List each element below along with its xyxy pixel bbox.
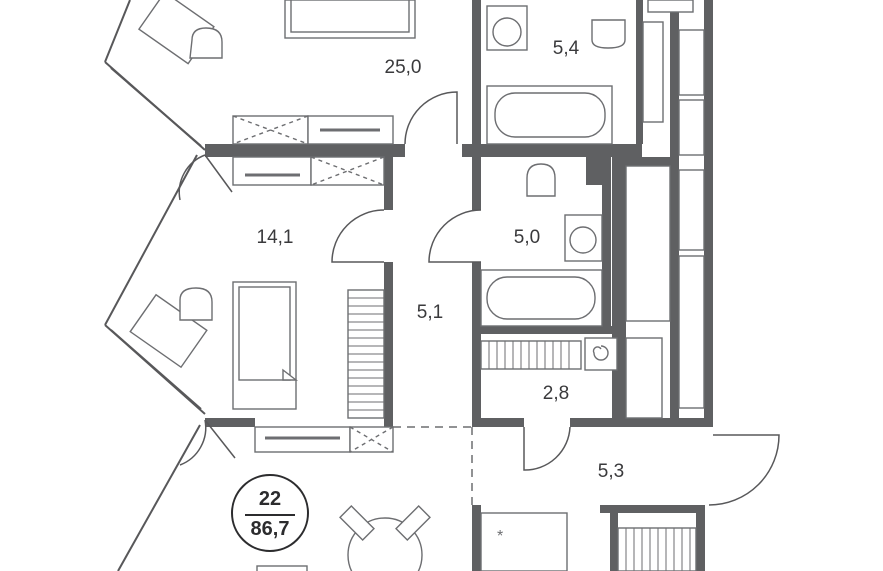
doors <box>178 91 780 506</box>
wall-bedroom-top <box>205 144 405 157</box>
wall-bath-upper-right <box>636 0 643 144</box>
dashed-boundary <box>393 426 473 505</box>
wall-bedroom-right-bottom <box>384 262 393 427</box>
room-utility-area: 2,8 <box>542 383 570 404</box>
wall-kitchen-right <box>696 505 705 571</box>
window-bedroom-1 <box>104 154 198 326</box>
bed-single <box>232 281 297 410</box>
door-balcony-2 <box>179 419 207 466</box>
bed-single-fold <box>282 368 299 381</box>
apartment-badge: 22 86,7 <box>231 474 309 552</box>
boiler <box>584 337 618 371</box>
door-bath-lower <box>428 209 482 263</box>
wall-bath-divider <box>462 144 642 157</box>
closet-top <box>647 0 694 13</box>
windows <box>104 0 206 571</box>
shelf-utility <box>480 340 582 370</box>
wall-bath-left-lower <box>472 262 481 424</box>
wall-bath-lower-bottom <box>472 326 612 334</box>
wall-outer-right <box>704 0 713 427</box>
sofa-edge <box>256 565 308 571</box>
wall-kitchen-block <box>472 505 481 571</box>
room-corridor-area: 5,1 <box>416 302 444 323</box>
closet-2 <box>678 29 705 96</box>
wall-kitchen-top <box>600 505 705 513</box>
closet-6 <box>678 255 705 409</box>
door-entrance <box>708 434 780 506</box>
closet-1 <box>642 21 664 123</box>
wall-bedroom-right-top <box>384 157 393 210</box>
stairs <box>617 527 697 571</box>
dining-chair-1 <box>339 505 375 541</box>
room-bath-lower-area: 5,0 <box>513 227 541 248</box>
toilet-upper <box>591 19 626 49</box>
walls <box>205 0 713 571</box>
wardrobe-bedroom-1 <box>232 156 312 186</box>
door-balcony-1 <box>178 154 206 201</box>
bed-single-inner <box>238 286 291 381</box>
wall-closet-bottom <box>626 418 713 427</box>
apartment-number: 22 <box>258 488 282 510</box>
room-hall-area: 5,3 <box>597 461 625 482</box>
fixtures: * <box>129 0 705 571</box>
closet-5 <box>678 169 705 251</box>
door-balcony-2-leaf <box>204 419 236 459</box>
wall-bedroom-bottom <box>205 418 255 427</box>
closet-3 <box>678 99 705 156</box>
kitchen-counter <box>480 512 568 571</box>
wall-bath-top-right <box>586 157 610 185</box>
svg-text:*: * <box>497 528 503 545</box>
window-living-3 <box>110 67 202 147</box>
chair-living <box>189 27 223 59</box>
apartment-total-area: 86,7 <box>250 518 290 540</box>
wall-bath-lower-right <box>602 157 611 327</box>
window-kitchen-1 <box>117 424 201 571</box>
door-bedroom <box>331 209 385 263</box>
badge-divider <box>245 514 295 516</box>
room-living-area: 25,0 <box>384 57 422 78</box>
door-living <box>404 91 458 145</box>
room-bedroom-area: 14,1 <box>256 227 294 248</box>
bed-double-inner <box>290 0 410 33</box>
shelf-rack-lines <box>348 297 384 411</box>
door-balcony-1-leaf <box>204 154 233 193</box>
room-bath-upper-area: 5,4 <box>552 38 580 59</box>
window-bedroom-3 <box>110 329 202 410</box>
dining-chair-2 <box>395 505 431 541</box>
closet-7 <box>625 337 663 419</box>
wall-closet-cross <box>626 157 679 166</box>
window-living-1 <box>104 0 131 63</box>
toilet-lower <box>526 163 556 197</box>
closet-4 <box>625 165 671 322</box>
chair-bedroom <box>179 287 213 321</box>
door-utility <box>523 426 571 471</box>
wall-closet-left <box>612 157 626 427</box>
wall-utility-bottom <box>472 418 524 427</box>
wall-bath-left <box>472 0 481 210</box>
wall-closet-mid <box>670 0 679 418</box>
wall-utility-bottom-right <box>570 418 632 427</box>
wall-stair-left <box>610 513 618 571</box>
